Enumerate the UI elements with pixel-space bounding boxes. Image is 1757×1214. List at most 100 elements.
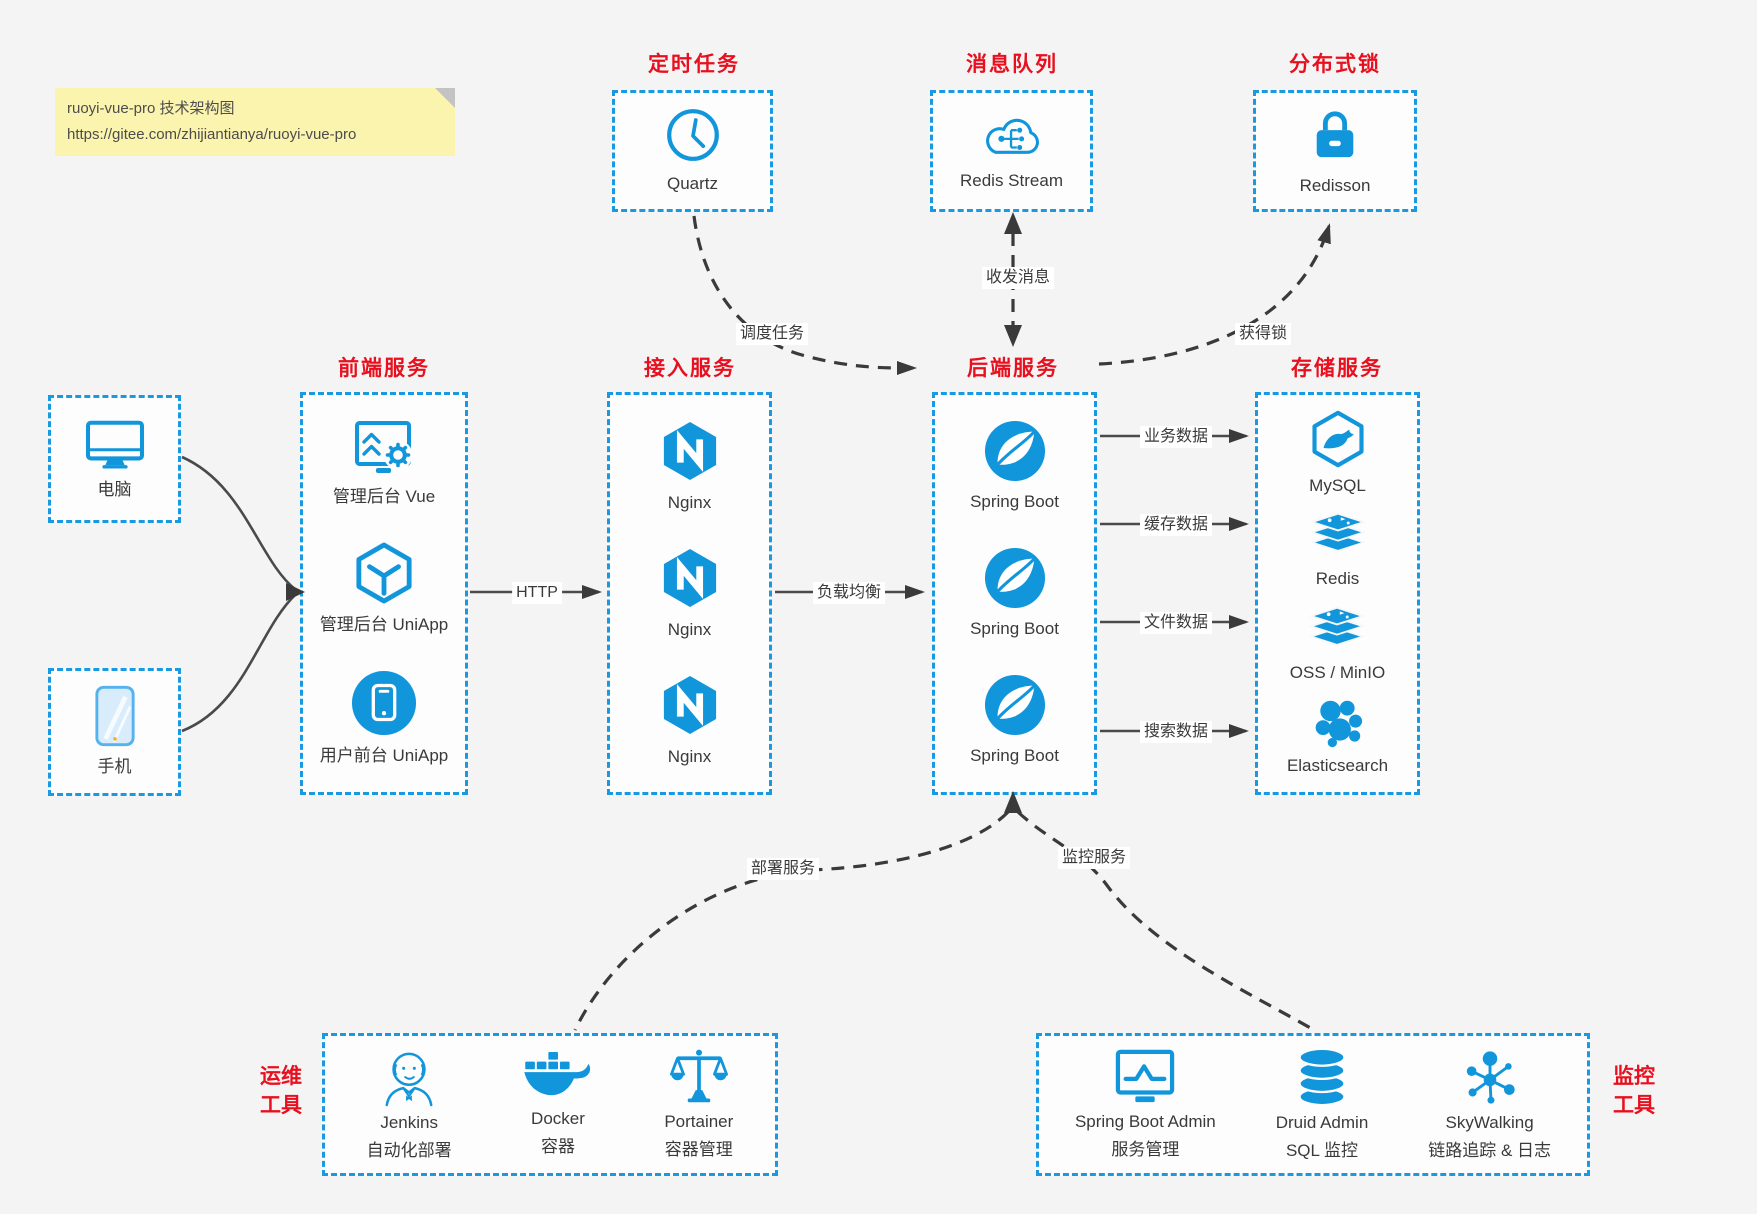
oss-minio-label: OSS / MinIO <box>1289 662 1386 682</box>
quartz-box: Quartz <box>612 90 773 212</box>
edge-label-deploy: 部署服务 <box>746 858 820 880</box>
note-fold-corner <box>435 88 455 108</box>
admin-uniapp-label: 管理后台 UniApp <box>319 615 449 635</box>
node-mysql: MySQL <box>1309 409 1366 498</box>
mobile-client-box: 手机 <box>48 668 181 796</box>
redis-stream-box: Redis Stream <box>930 90 1093 212</box>
redis-label: Redis <box>1315 569 1360 589</box>
docker-label: Docker <box>531 1108 585 1128</box>
user-uniapp-label: 用户前台 UniApp <box>319 745 449 765</box>
edge-label-lock: 获得锁 <box>1234 323 1292 345</box>
skywalking-icon <box>1461 1047 1519 1107</box>
node-admin-uniapp: 管理后台 UniApp <box>320 541 448 637</box>
mobile-icon <box>94 685 136 747</box>
edge-mobile-to-frontend <box>181 593 297 733</box>
jenkins-sublabel: 自动化部署 <box>366 1140 452 1160</box>
arrowhead-message-down <box>1004 325 1022 347</box>
node-user-uniapp: 用户前台 UniApp <box>320 670 448 768</box>
nginx-label: Nginx <box>667 619 712 639</box>
quartz-label: Quartz <box>666 173 719 193</box>
clock-icon <box>665 107 721 163</box>
mobile-client-label: 手机 <box>97 757 132 776</box>
edge-schedule-task <box>692 215 917 376</box>
portainer-label: Portainer <box>664 1111 734 1131</box>
skywalking-label: SkyWalking <box>1445 1112 1534 1132</box>
backend-services-box: Spring Boot Spring Boot Spring Boot <box>932 392 1097 795</box>
edge-acquire-lock <box>1098 223 1331 366</box>
nginx-icon <box>661 673 719 737</box>
node-spring-boot-admin: Spring Boot Admin 服务管理 <box>1075 1048 1216 1162</box>
redis-stream-label: Redis Stream <box>960 170 1063 190</box>
redisson-label: Redisson <box>1299 175 1371 195</box>
redis-icon <box>1309 510 1367 562</box>
distributed-lock-title: 分布式锁 <box>1289 53 1381 76</box>
monitor-tools-side-label: 监控 工具 <box>1613 1065 1655 1117</box>
edge-label-business-data: 业务数据 <box>1139 426 1213 448</box>
node-nginx-3: Nginx <box>661 673 719 769</box>
nginx-icon <box>661 419 719 483</box>
pc-client-box: 电脑 <box>48 395 181 523</box>
message-queue-title: 消息队列 <box>966 53 1058 76</box>
user-app-icon <box>351 670 417 736</box>
node-docker: Docker 容器 <box>523 1051 593 1159</box>
redisson-box: Redisson <box>1253 90 1417 212</box>
sticky-note: ruoyi-vue-pro 技术架构图 https://gitee.com/zh… <box>55 88 455 156</box>
elasticsearch-label: Elasticsearch <box>1286 755 1389 775</box>
edge-label-search-data: 搜索数据 <box>1139 721 1213 743</box>
docker-icon <box>523 1051 593 1103</box>
mysql-label: MySQL <box>1309 476 1366 496</box>
node-portainer: Portainer 容器管理 <box>664 1048 733 1162</box>
jenkins-icon <box>381 1047 437 1107</box>
node-admin-vue: 管理后台 Vue <box>333 419 435 509</box>
backend-services-title: 后端服务 <box>967 357 1059 380</box>
springboot-label: Spring Boot <box>970 491 1059 511</box>
edge-label-message: 收发消息 <box>981 267 1055 289</box>
node-oss-minio: OSS / MinIO <box>1290 604 1385 685</box>
node-elasticsearch: Elasticsearch <box>1287 697 1388 778</box>
edge-label-monitor: 监控服务 <box>1057 847 1131 869</box>
nginx-icon <box>661 546 719 610</box>
edge-pc-to-frontend <box>181 455 297 592</box>
node-springboot-3: Spring Boot <box>970 674 1059 768</box>
spring-boot-icon <box>984 420 1046 482</box>
admin-vue-icon <box>351 419 417 477</box>
storage-services-box: MySQL Redis OSS / MinIO Elasticsearch <box>1255 392 1420 795</box>
pc-client-label: 电脑 <box>97 480 132 499</box>
scheduled-task-title: 定时任务 <box>648 53 740 76</box>
node-jenkins: Jenkins 自动化部署 <box>367 1047 452 1163</box>
edge-label-cache-data: 缓存数据 <box>1139 514 1213 536</box>
edge-label-schedule: 调度任务 <box>735 323 809 345</box>
node-springboot-2: Spring Boot <box>970 547 1059 641</box>
druid-admin-label: Druid Admin <box>1275 1112 1369 1132</box>
uniapp-cube-icon <box>354 541 414 605</box>
skywalking-sublabel: 链路追踪 & 日志 <box>1428 1140 1552 1160</box>
spring-boot-admin-sublabel: 服务管理 <box>1111 1139 1180 1159</box>
mysql-icon <box>1310 409 1366 469</box>
portainer-sublabel: 容器管理 <box>664 1139 733 1159</box>
druid-admin-sublabel: SQL 监控 <box>1285 1140 1359 1160</box>
note-url: https://gitee.com/zhijiantianya/ruoyi-vu… <box>67 126 357 143</box>
note-title: ruoyi-vue-pro 技术架构图 <box>67 100 235 117</box>
frontend-services-title: 前端服务 <box>338 357 430 380</box>
elasticsearch-icon <box>1309 697 1365 749</box>
arrowhead-message-up <box>1004 212 1022 234</box>
edge-deploy-service <box>573 810 1010 1031</box>
nginx-label: Nginx <box>667 746 712 766</box>
edge-label-http: HTTP <box>512 582 562 604</box>
ops-tools-side-label: 运维 工具 <box>260 1065 302 1117</box>
edge-label-load-balance: 负载均衡 <box>812 582 886 604</box>
spring-boot-admin-label: Spring Boot Admin <box>1074 1111 1216 1131</box>
desktop-icon <box>84 416 146 470</box>
monitor-tools-box: Spring Boot Admin 服务管理 Druid Admin SQL 监… <box>1036 1033 1590 1176</box>
node-nginx-1: Nginx <box>661 419 719 515</box>
druid-icon <box>1295 1047 1349 1107</box>
node-druid-admin: Druid Admin SQL 监控 <box>1275 1047 1369 1163</box>
cloud-stream-icon <box>976 110 1048 160</box>
frontend-services-box: 管理后台 Vue 管理后台 UniApp 用户前台 UniApp <box>300 392 468 795</box>
spring-boot-icon <box>984 674 1046 736</box>
ops-tools-box: Jenkins 自动化部署 Docker 容器 Portainer 容器管理 <box>322 1033 778 1176</box>
portainer-icon <box>669 1048 729 1106</box>
node-skywalking: SkyWalking 链路追踪 & 日志 <box>1428 1047 1551 1163</box>
